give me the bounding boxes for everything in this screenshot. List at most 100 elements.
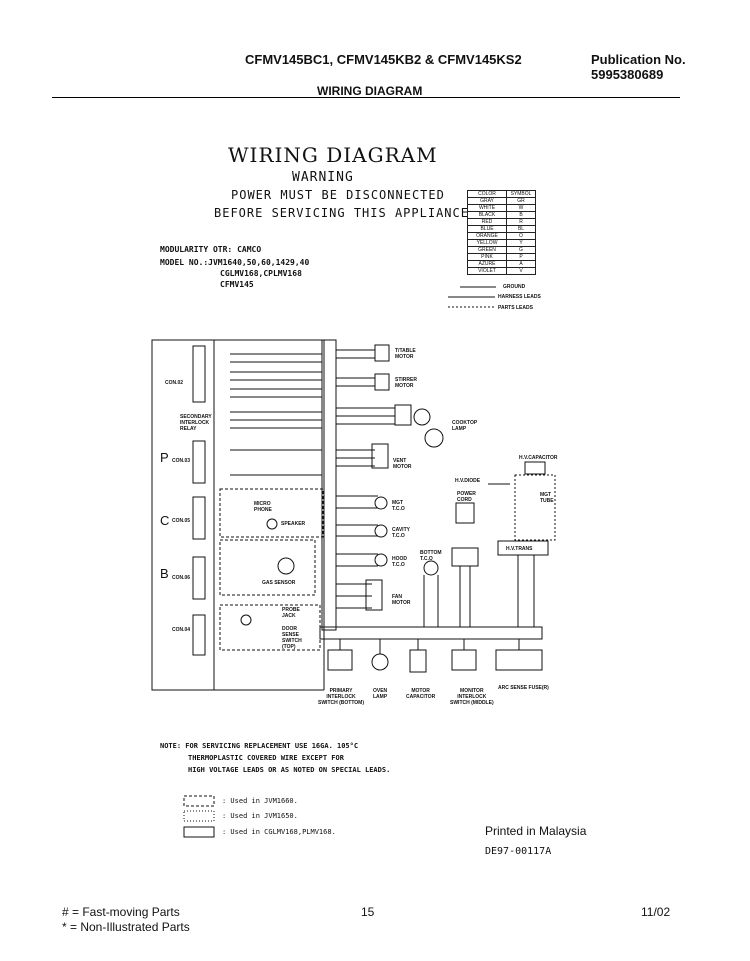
monitor-line1: MONITOR: [460, 688, 484, 694]
used-jvm1660: : Used in JVM1660.: [222, 797, 298, 805]
fan-motor-label: FAN MOTOR: [392, 594, 411, 606]
primary-switch-label: PRIMARY INTERLOCK SWITCH (BOTTOM): [318, 688, 364, 706]
con03-label: CON.03: [172, 458, 191, 464]
cavity-tco-label: CAVITY T.C.O: [392, 527, 410, 539]
stirrer-line1: STIRRER: [395, 377, 417, 383]
models-header: CFMV145BC1, CFMV145KB2 & CFMV145KS2: [245, 52, 522, 67]
hv-trans-label: H.V.TRANS: [506, 546, 533, 552]
monitor-line2: INTERLOCK: [457, 694, 487, 700]
cavity-tco-line2: T.C.O: [392, 533, 405, 539]
turntable-line2: MOTOR: [395, 354, 414, 360]
oven-lamp-line1: OVEN: [373, 688, 388, 694]
oven-lamp-line2: LAMP: [373, 694, 388, 700]
cooktop-line2: LAMP: [452, 426, 467, 432]
hv-capacitor-label: H.V.CAPACITOR: [519, 455, 558, 461]
model-line3: CFMV145: [220, 280, 254, 289]
note-line1: NOTE: FOR SERVICING REPLACEMENT USE 16GA…: [160, 742, 359, 750]
con02-label: CON.02: [165, 380, 184, 386]
micro-phone-label: MICRO PHONE: [254, 501, 272, 513]
secondary-relay-line3: RELAY: [180, 426, 197, 432]
used-jvm1650: : Used in JVM1650.: [222, 812, 298, 820]
p-label: P: [160, 450, 169, 465]
publication-number: 5995380689: [591, 67, 664, 82]
stirrer-label: STIRRER MOTOR: [395, 377, 417, 389]
probe-jack-label: PROBE JACK: [282, 607, 300, 619]
primary-switch-line2: INTERLOCK: [326, 694, 356, 700]
micro-phone-line1: MICRO: [254, 501, 271, 507]
printed-in-label: Printed in Malaysia: [485, 824, 587, 838]
fast-moving-note: # = Fast-moving Parts: [62, 905, 180, 919]
door-switch-line3: SWITCH: [282, 638, 302, 644]
gas-sensor-label: GAS SENSOR: [262, 580, 296, 586]
stirrer-line2: MOTOR: [395, 383, 414, 389]
secondary-relay-label: SECONDARY INTERLOCK RELAY: [180, 414, 212, 432]
speaker-label: SPEAKER: [281, 521, 306, 527]
bottom-tco-line2: T.C.O: [420, 556, 433, 562]
mgt-tco-line2: T.C.O: [392, 506, 405, 512]
parts-legend: PARTS LEADS: [498, 305, 533, 311]
monitor-line3: SWITCH (MIDDLE): [450, 700, 494, 706]
power-cord-line1: POWER: [457, 491, 476, 497]
publication-label: Publication No.: [591, 52, 686, 67]
hv-diode-label: H.V.DIODE: [455, 478, 481, 484]
motor-capacitor-line1: MOTOR: [411, 688, 430, 694]
b-label: B: [160, 566, 169, 581]
probe-line1: PROBE: [282, 607, 300, 613]
model-line2: CGLMV168,CPLMV168: [220, 269, 302, 278]
fan-motor-line2: MOTOR: [392, 600, 411, 606]
model-no-text: MODEL NO.:JVM1640,50,60,1429,40: [160, 258, 310, 267]
oven-lamp-label: OVEN LAMP: [373, 688, 387, 700]
bottom-tco-line1: BOTTOM: [420, 550, 442, 556]
power-cord-label: POWER CORD: [457, 491, 476, 503]
micro-phone-line2: PHONE: [254, 507, 272, 513]
secondary-relay-line1: SECONDARY: [180, 414, 212, 420]
ground-legend: GROUND: [503, 284, 526, 290]
power-cord-line2: CORD: [457, 497, 472, 503]
con06-label: CON.06: [172, 575, 191, 581]
mgt-tco-line1: MGT: [392, 500, 404, 506]
vent-label: VENT MOTOR: [393, 458, 412, 470]
doc-code: DE97-00117A: [485, 846, 552, 857]
non-illustrated-note: * = Non-Illustrated Parts: [62, 920, 190, 934]
turntable-line1: T/TABLE: [395, 348, 416, 354]
door-switch-line4: (TOP): [282, 644, 296, 650]
door-switch-line1: DOOR: [282, 626, 297, 632]
section-title: WIRING DIAGRAM: [317, 84, 423, 98]
secondary-relay-line2: INTERLOCK: [180, 420, 210, 426]
bottom-tco-label: BOTTOM T.C.O: [420, 550, 442, 562]
monitor-switch-label: MONITOR INTERLOCK SWITCH (MIDDLE): [450, 688, 494, 706]
warning-line1: POWER MUST BE DISCONNECTED: [231, 188, 445, 202]
used-cglmv: : Used in CGLMV168,PLMV168.: [222, 828, 336, 836]
vent-line1: VENT: [393, 458, 407, 464]
header-rule: [52, 97, 680, 98]
primary-switch-line1: PRIMARY: [329, 688, 353, 694]
vent-line2: MOTOR: [393, 464, 412, 470]
harness-legend: HARNESS LEADS: [498, 294, 541, 300]
con05-label: CON.05: [172, 518, 191, 524]
warning-title: WARNING: [292, 170, 354, 185]
hood-tco-label: HOOD T.C.O: [392, 556, 407, 568]
arc-fuse-label: ARC SENSE FUSE(R): [498, 685, 549, 691]
primary-switch-line3: SWITCH (BOTTOM): [318, 700, 365, 706]
mgt-tco-label: MGT T.C.O: [392, 500, 405, 512]
warning-line2: BEFORE SERVICING THIS APPLIANCE: [214, 206, 469, 220]
fan-motor-line1: FAN: [392, 594, 402, 600]
motor-capacitor-line2: CAPACITOR: [406, 694, 436, 700]
probe-line2: JACK: [282, 613, 296, 619]
mgt-tube-line1: MGT: [540, 492, 552, 498]
modularity-text: MODULARITY OTR: CAMCO: [160, 245, 262, 254]
turntable-label: T/TABLE MOTOR: [395, 348, 416, 360]
hood-tco-line1: HOOD: [392, 556, 407, 562]
c-label: C: [160, 513, 170, 528]
diagram-title: WIRING DIAGRAM: [228, 143, 438, 167]
con04-label: CON.04: [172, 627, 191, 633]
mgt-tube-line2: TUBE: [540, 498, 554, 504]
note-line2: THERMOPLASTIC COVERED WIRE EXCEPT FOR: [188, 754, 344, 762]
door-switch-label: DOOR SENSE SWITCH (TOP): [282, 626, 302, 650]
mgt-tube-label: MGT TUBE: [540, 492, 554, 504]
footer-date: 11/02: [641, 905, 671, 919]
note-line3: HIGH VOLTAGE LEADS OR AS NOTED ON SPECIA…: [188, 766, 391, 774]
door-switch-line2: SENSE: [282, 632, 299, 638]
